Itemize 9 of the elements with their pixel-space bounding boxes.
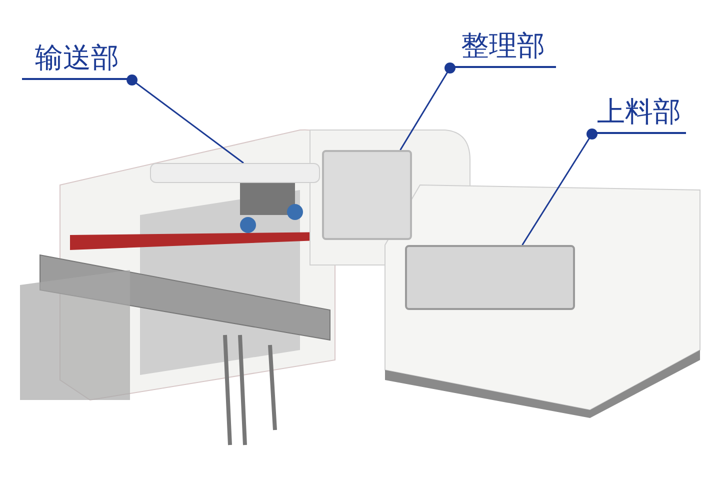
part-label: 整理部 xyxy=(450,24,556,68)
leader-line xyxy=(522,128,598,246)
part-label: 上料部 xyxy=(592,90,686,134)
conveyor-housing xyxy=(150,163,320,183)
sorting-door-window xyxy=(322,150,412,240)
leader-line xyxy=(126,74,244,164)
leader-line xyxy=(400,62,456,150)
part-label: 输送部 xyxy=(22,36,132,80)
loading-hopper xyxy=(405,245,575,310)
